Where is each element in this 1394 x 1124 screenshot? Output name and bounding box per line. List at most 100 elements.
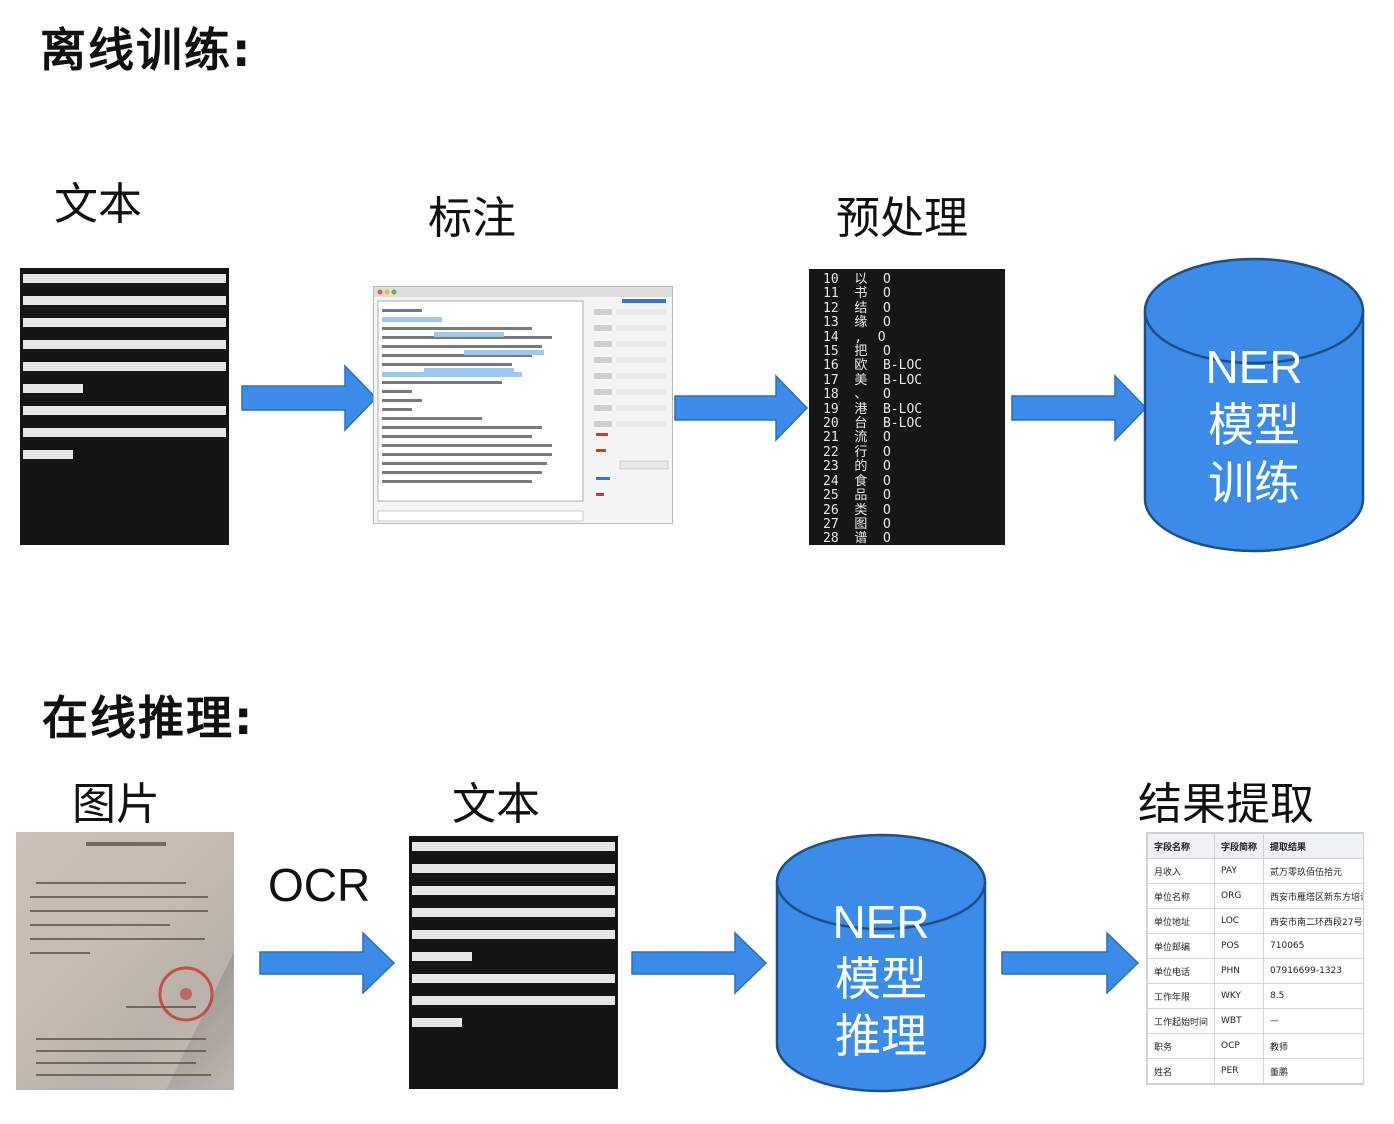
result-cell-field: 职务	[1147, 1033, 1216, 1059]
token-index: 23	[823, 459, 839, 475]
preprocess-row: 22 行 O	[823, 444, 1005, 460]
result-header-value: 提取结果	[1263, 833, 1363, 859]
document-photo-thumbnail	[16, 832, 234, 1090]
token-index: 13	[823, 315, 839, 331]
token-tag: O	[882, 444, 891, 460]
token-tag: O	[882, 272, 891, 287]
result-cell-value: 西安市南二环西段27号	[1263, 908, 1363, 934]
token-char: 、	[854, 387, 868, 403]
token-index: 12	[823, 300, 839, 316]
preprocess-row: 21 流 O	[823, 431, 1005, 445]
token-tag: O	[882, 286, 891, 302]
token-char: 行	[854, 444, 868, 460]
ocr-label: OCR	[268, 859, 371, 911]
ner-infer-line-1: NER	[832, 896, 930, 948]
result-cell-abbr: POS	[1214, 933, 1265, 959]
token-tag: B-LOC	[882, 401, 923, 417]
result-header-abbr: 字段简称	[1214, 833, 1265, 859]
document-photo-graphic	[16, 832, 234, 1090]
token-tag: O	[882, 516, 891, 532]
offline-preprocess-label: 预处理	[836, 193, 968, 244]
token-tag: O	[882, 300, 891, 316]
arrow-preprocess-to-train	[1011, 374, 1148, 442]
token-tag: O	[882, 430, 891, 446]
token-char: 品	[854, 488, 868, 504]
token-tag: O	[882, 459, 891, 475]
ner-train-line-2: 模型	[1208, 398, 1300, 452]
online-result-label: 结果提取	[1138, 779, 1314, 830]
arrow-infer-to-result	[1001, 931, 1140, 995]
online-text-thumbnail	[409, 836, 618, 1089]
token-index: 10	[823, 272, 839, 287]
preprocess-row: 16 欧 B-LOC	[823, 359, 1005, 373]
token-index: 16	[823, 358, 839, 374]
result-cell-abbr: LOC	[1214, 908, 1265, 934]
token-tag: B-LOC	[882, 358, 923, 374]
token-index: 24	[823, 473, 839, 489]
token-char: 书	[854, 286, 868, 302]
token-char: 流	[854, 430, 868, 446]
token-tag: O	[882, 473, 891, 489]
token-char: 结	[854, 300, 868, 316]
token-tag: O	[882, 502, 891, 518]
result-cell-abbr: WKY	[1214, 983, 1265, 1009]
token-index: 22	[823, 444, 839, 460]
result-header-field: 字段名称	[1147, 833, 1216, 859]
token-char: 的	[854, 459, 868, 475]
token-index: 15	[823, 344, 839, 360]
preprocess-row: 14 , O	[823, 329, 1005, 345]
token-index: 26	[823, 502, 839, 518]
token-index: 28	[823, 531, 839, 545]
annotation-tool-thumbnail	[373, 286, 673, 524]
token-index: 14	[823, 329, 839, 345]
token-char: 类	[854, 502, 868, 518]
online-image-label: 图片	[72, 779, 160, 830]
token-tag: B-LOC	[882, 372, 923, 388]
token-index: 17	[823, 372, 839, 388]
arrow-image-to-text	[259, 931, 396, 995]
token-char: 食	[854, 473, 868, 489]
preprocess-row: 28 谱 O	[823, 532, 1005, 545]
result-cell-abbr: PHN	[1214, 958, 1265, 984]
ner-train-line-1: NER	[1205, 341, 1303, 393]
token-index: 19	[823, 401, 839, 417]
result-cell-field: 单位地址	[1147, 908, 1216, 934]
result-cell-field: 单位名称	[1147, 883, 1216, 909]
arrow-text-to-annotate	[241, 364, 378, 432]
preprocess-row: 27 图 O	[823, 516, 1005, 532]
token-tag: O	[882, 315, 891, 331]
preprocess-row: 19 港 B-LOC	[823, 401, 1005, 417]
token-tag: O	[882, 488, 891, 504]
result-cell-value: 8.5	[1263, 983, 1363, 1009]
token-char: 美	[854, 372, 868, 388]
result-cell-field: 姓名	[1147, 1058, 1216, 1084]
ner-train-label: NER 模型 训练	[1143, 338, 1365, 512]
ner-train-cylinder	[1143, 257, 1365, 553]
preprocess-row: 25 品 O	[823, 488, 1005, 504]
token-char: 把	[854, 344, 868, 360]
preprocess-row: 12 结 O	[823, 300, 1005, 316]
result-table-header-row: 字段名称 字段简称 提取结果	[1147, 833, 1363, 859]
ner-infer-cylinder	[775, 833, 987, 1093]
token-char: 港	[854, 401, 868, 417]
token-char: 谱	[854, 531, 868, 545]
result-cell-abbr: PAY	[1214, 858, 1265, 884]
online-section-title: 在线推理:	[42, 691, 255, 745]
text-lines-graphic	[23, 274, 226, 459]
result-cell-abbr: PER	[1214, 1058, 1265, 1084]
preprocess-row: 13 缘 O	[823, 316, 1005, 330]
table-row: 单位名称ORG西安市雁塔区新东方培训中心	[1147, 883, 1363, 909]
preprocess-row: 10 以 O	[823, 272, 1005, 287]
result-cell-value: 西安市雁塔区新东方培训中心	[1263, 883, 1363, 909]
ner-infer-line-2: 模型	[835, 952, 927, 1006]
result-cell-value: —	[1263, 1008, 1363, 1034]
offline-section-title: 离线训练:	[40, 23, 253, 77]
online-text-label: 文本	[452, 779, 540, 830]
token-tag: O	[877, 329, 886, 345]
